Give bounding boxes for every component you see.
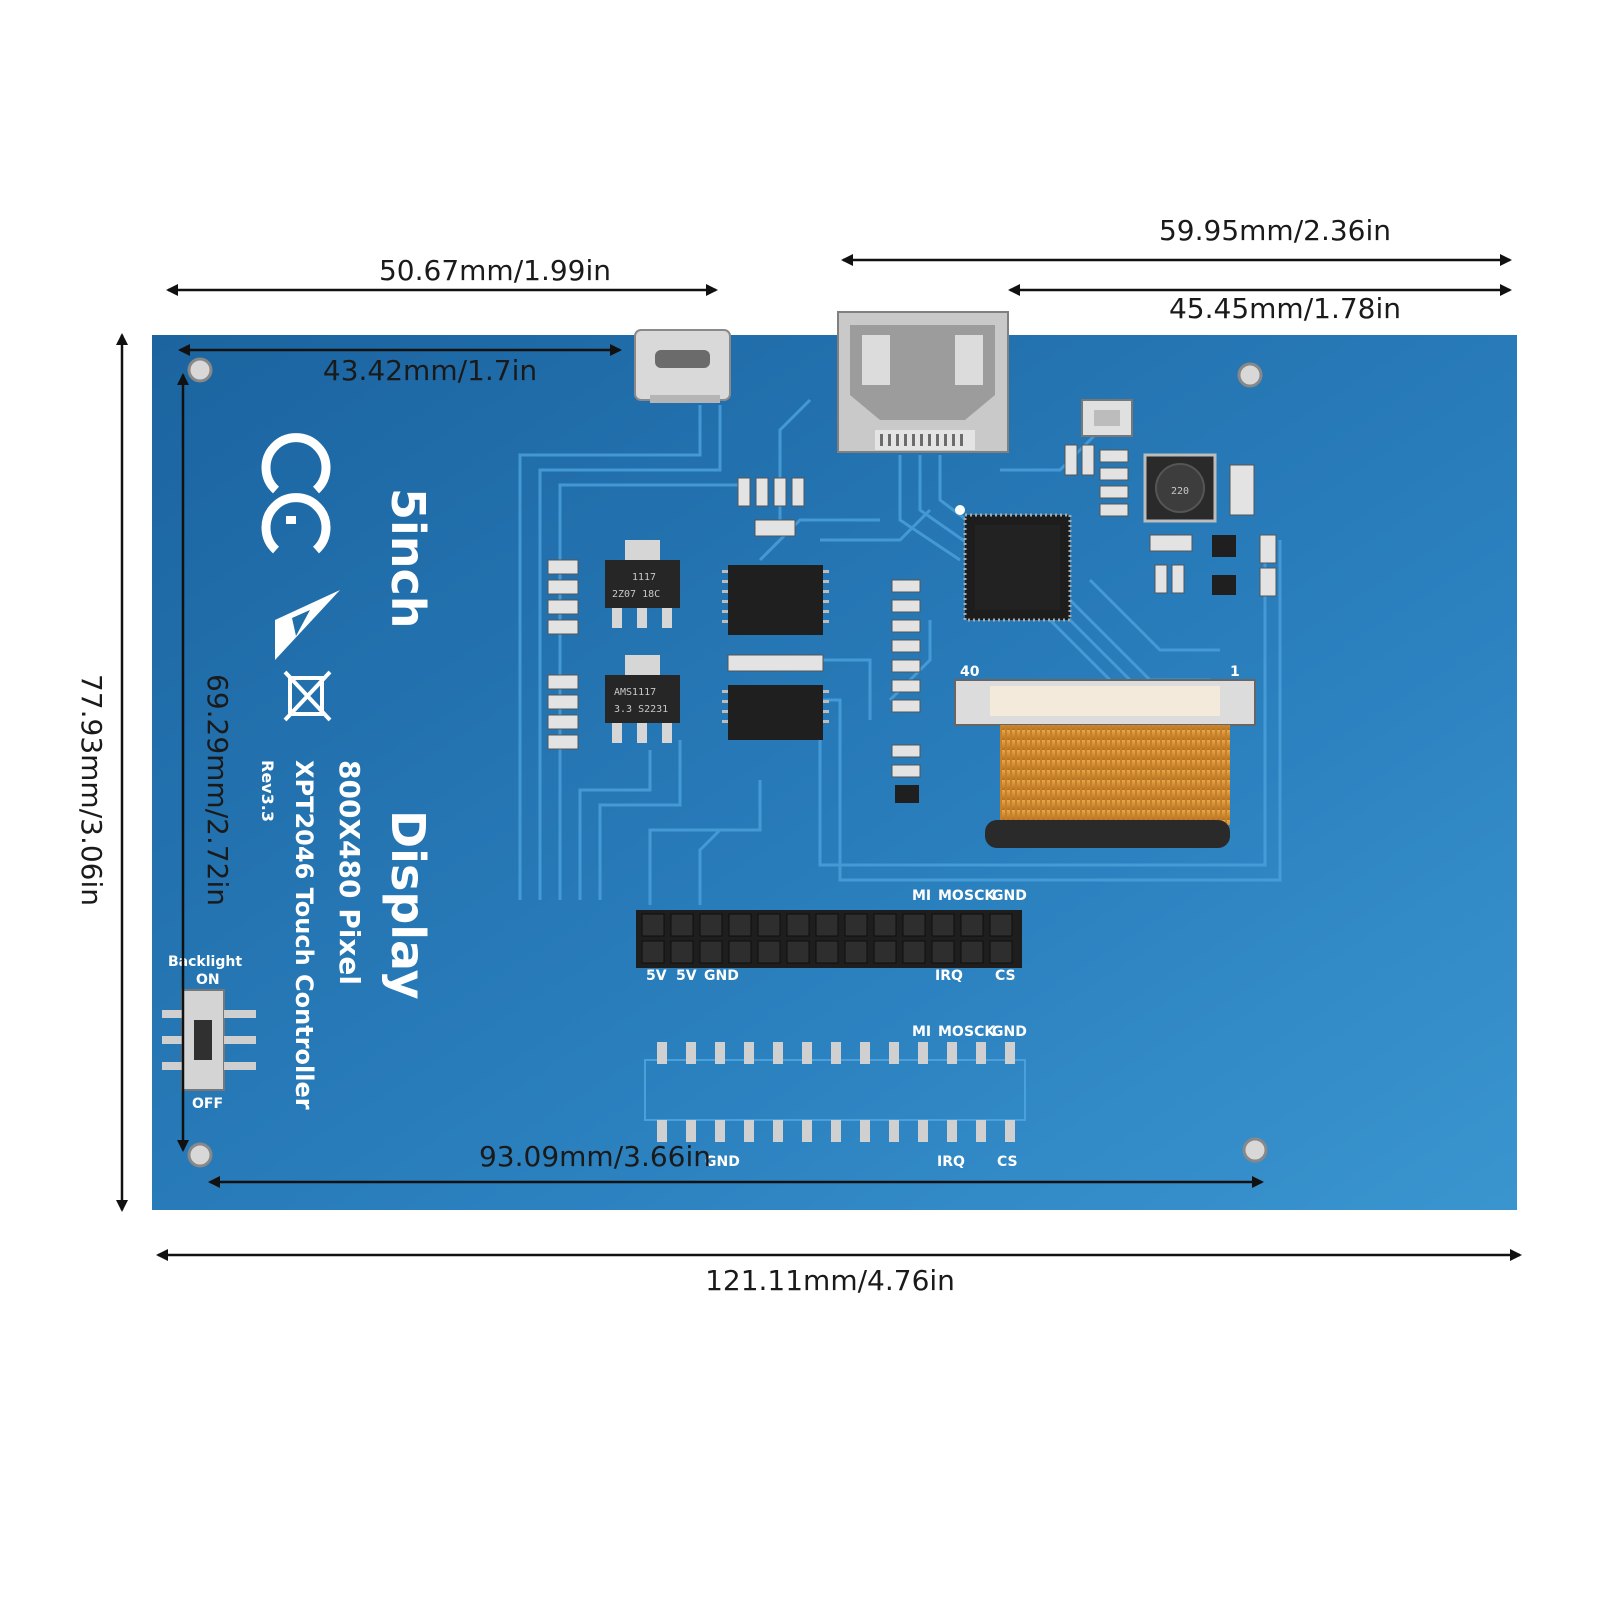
header-bottom-5v-1: 5V	[646, 968, 667, 984]
header-pad-footprint: MI MO SCK GND GND IRQ CS	[644, 1024, 1027, 1170]
pads-cs: CS	[997, 1154, 1018, 1170]
micro-usb-connector	[634, 329, 731, 403]
ffc-connector: 40 1	[954, 664, 1256, 848]
silk-resolution: 800X480 Pixel	[333, 760, 366, 985]
regulator-1-line-1: 1117	[632, 572, 656, 583]
silkscreen-product-text: 5inch Display 800X480 Pixel XPT2046 Touc…	[258, 488, 435, 1110]
backlight-on-label: ON	[196, 972, 220, 988]
tssop-chip-2	[722, 685, 829, 740]
pcb-board	[152, 335, 1517, 1210]
header-bottom-irq: IRQ	[935, 968, 963, 984]
header-bottom-cs: CS	[995, 968, 1016, 984]
esd-warning-icon	[275, 590, 340, 660]
dim-bottom-inner: 93.09mm/3.66in	[479, 1140, 711, 1173]
dim-left-outer: 77.93mm/3.06in	[75, 674, 108, 906]
header-bottom-5v-2: 5V	[676, 968, 697, 984]
regulator-2-line-2: 3.3 S2231	[614, 704, 668, 715]
ffc-pin-1-label: 1	[1230, 664, 1240, 680]
dim-top-right-outer: 59.95mm/2.36in	[1159, 214, 1391, 247]
backlight-switch: Backlight ON OFF	[162, 954, 256, 1112]
pin-header-2x13: MI MO SCK GND 5V 5V GND IRQ CS	[636, 888, 1027, 984]
pads-mo: MO	[938, 1024, 964, 1040]
pads-sck: SCK	[964, 1024, 996, 1040]
ffc-pin-40-label: 40	[960, 664, 980, 680]
passive-components	[547, 444, 1277, 778]
pads-gnd-2: GND	[705, 1154, 740, 1170]
small-transistors	[895, 535, 1236, 803]
pads-mi: MI	[912, 1024, 931, 1040]
header-bottom-gnd: GND	[704, 968, 739, 984]
silk-product-name: Display	[381, 810, 435, 1000]
inductor: 220	[1143, 453, 1217, 523]
ce-mark-icon	[261, 433, 331, 554]
dim-bottom-outer: 121.11mm/4.76in	[705, 1264, 955, 1297]
mounting-holes	[187, 357, 1268, 1168]
dimension-lines	[116, 254, 1522, 1261]
silk-size: 5inch	[381, 488, 435, 629]
backlight-off-label: OFF	[192, 1096, 223, 1112]
silk-controller: XPT2046 Touch Controller	[290, 760, 318, 1110]
tssop-chip-1	[722, 565, 829, 635]
header-top-sck: SCK	[964, 888, 996, 904]
dim-inner-top-left: 43.42mm/1.7in	[323, 354, 537, 387]
header-top-mo: MO	[938, 888, 964, 904]
dim-top-left: 50.67mm/1.99in	[379, 254, 611, 287]
backlight-label: Backlight	[168, 954, 242, 970]
regulator-1-line-2: 2Z07 18C	[612, 589, 660, 600]
dim-left-inner: 69.29mm/2.72in	[201, 674, 234, 906]
inductor-label: 220	[1171, 486, 1189, 497]
voltage-regulator-2: AMS1117 3.3 S2231	[605, 655, 680, 743]
header-top-mi: MI	[912, 888, 931, 904]
hdmi-controller-chip	[955, 505, 1072, 622]
pads-gnd: GND	[992, 1024, 1027, 1040]
header-top-gnd: GND	[992, 888, 1027, 904]
pads-irq: IRQ	[937, 1154, 965, 1170]
crystal-oscillator	[1081, 399, 1133, 437]
voltage-regulator-1: 1117 2Z07 18C	[605, 540, 680, 628]
dim-top-right-inner: 45.45mm/1.78in	[1169, 292, 1401, 325]
silk-revision: Rev3.3	[258, 760, 277, 822]
weee-bin-icon	[283, 670, 332, 722]
regulator-2-line-1: AMS1117	[614, 687, 656, 698]
hdmi-connector	[837, 311, 1009, 453]
